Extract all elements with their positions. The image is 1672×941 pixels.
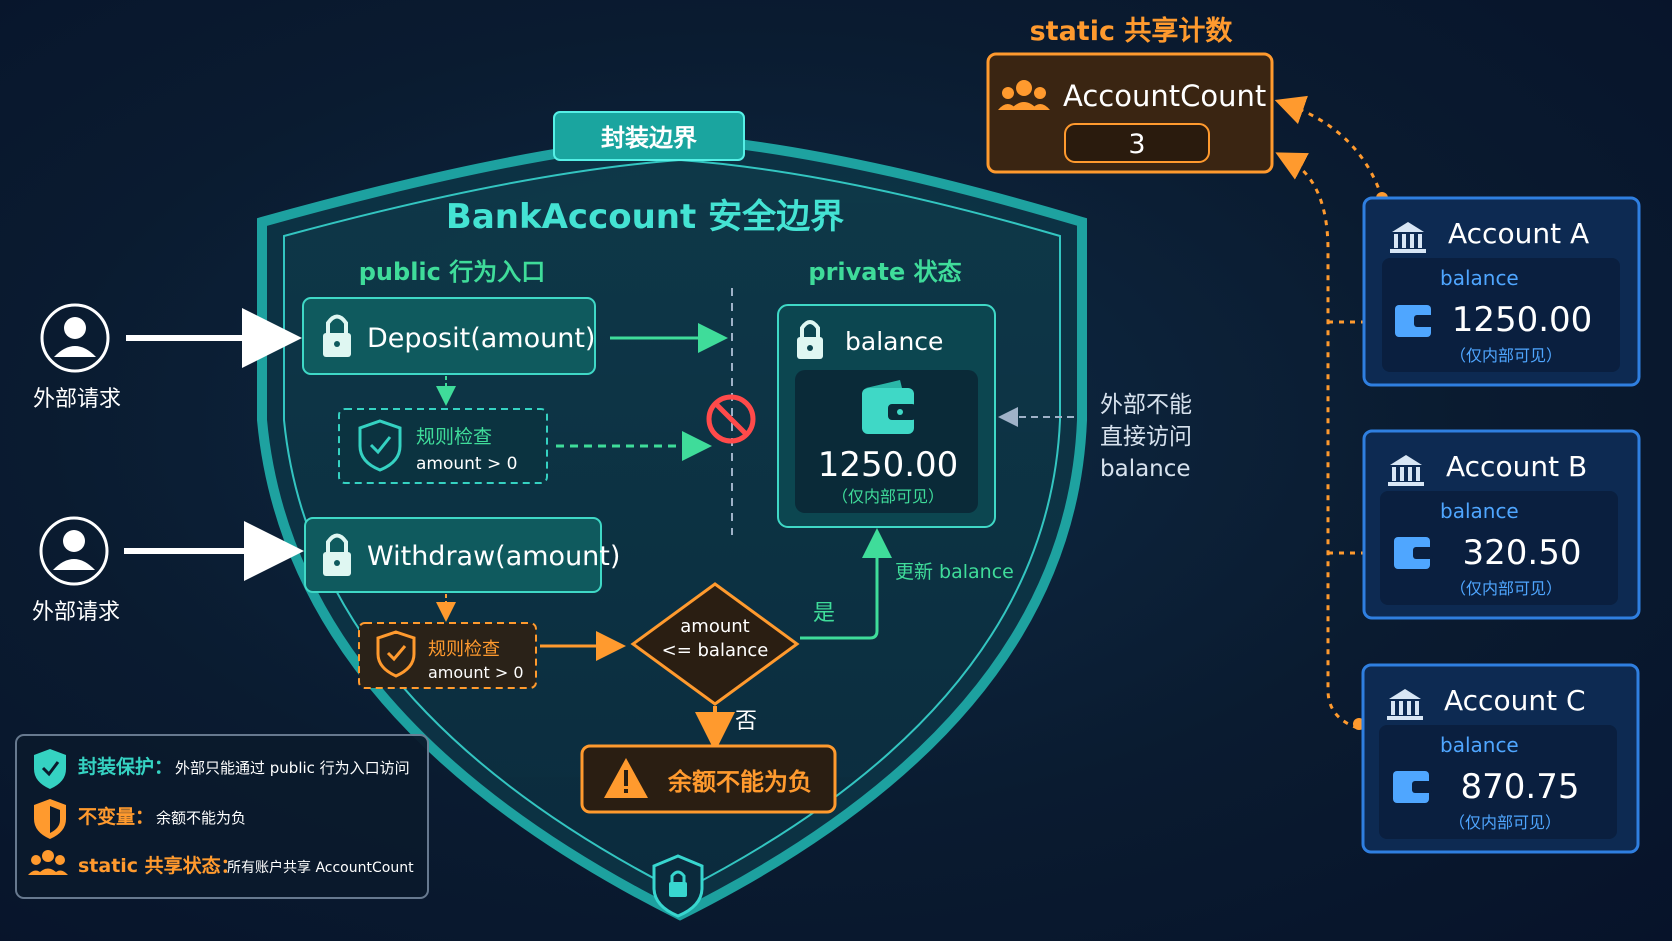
- account-card-b[interactable]: Account B balance 320.50 （仅内部可见）: [1362, 429, 1641, 620]
- balance-note: （仅内部可见）: [1449, 813, 1561, 832]
- legend-desc: 所有账户共享 AccountCount: [227, 859, 414, 876]
- legend-item-invariant: 不变量： 余额不能为负: [34, 799, 246, 839]
- warning-text: 余额不能为负: [667, 768, 812, 796]
- account-card-a[interactable]: Account A balance 1250.00 （仅内部可见）: [1362, 196, 1641, 387]
- private-heading: private 状态: [808, 258, 961, 286]
- account-count-value: 3: [1128, 129, 1145, 160]
- account-count-label: AccountCount: [1063, 79, 1266, 113]
- balance-value: 1250.00: [1452, 300, 1593, 340]
- svg-text:直接访问: 直接访问: [1100, 424, 1192, 450]
- external-request-2: 外部请求: [32, 516, 120, 625]
- rule-title: 规则检查: [428, 639, 500, 660]
- balance-value: 320.50: [1463, 533, 1582, 573]
- shield-lock-icon: [652, 854, 704, 918]
- prohibited-icon: [706, 394, 756, 444]
- static-header: static 共享计数: [1030, 15, 1234, 47]
- warning-icon: [604, 758, 648, 798]
- legend-title: static 共享状态：: [78, 854, 240, 877]
- balance-label: balance: [1440, 266, 1519, 290]
- svg-text:外部不能: 外部不能: [1100, 392, 1192, 418]
- update-balance-label: 更新 balance: [895, 561, 1014, 583]
- no-label: 否: [735, 709, 757, 734]
- legend-desc: 余额不能为负: [156, 809, 246, 827]
- rule-expr: amount > 0: [416, 454, 517, 474]
- legend-desc: 外部只能通过 public 行为入口访问: [175, 759, 410, 777]
- external-request-1: 外部请求: [33, 303, 121, 412]
- legend-item-encapsulation: 封装保护： 外部只能通过 public 行为入口访问: [34, 749, 410, 789]
- deposit-label: Deposit(amount): [367, 323, 595, 354]
- public-heading: public 行为入口: [359, 258, 545, 286]
- account-card-c[interactable]: Account C balance 870.75 （仅内部可见）: [1361, 663, 1640, 854]
- encapsulation-tab: 封装边界: [553, 111, 745, 161]
- account-name: Account B: [1446, 450, 1587, 483]
- withdraw-method[interactable]: Withdraw(amount): [304, 517, 620, 593]
- no-access-note: 外部不能 直接访问 balance: [1100, 392, 1192, 482]
- shield-title: BankAccount 安全边界: [446, 197, 844, 237]
- wallet-icon: [1394, 537, 1433, 569]
- balance-label: balance: [845, 327, 943, 356]
- shield-check-icon: [358, 419, 402, 472]
- wallet-icon: [862, 380, 916, 434]
- balance-note: （仅内部可见）: [832, 487, 944, 506]
- lock-icon: [323, 533, 351, 576]
- withdraw-label: Withdraw(amount): [367, 541, 620, 572]
- bank-icon: [1390, 222, 1426, 253]
- lock-icon: [797, 320, 823, 359]
- balance-value: 1250.00: [818, 445, 959, 485]
- svg-text:balance: balance: [1100, 456, 1191, 482]
- balance-note: （仅内部可见）: [1450, 346, 1562, 365]
- withdraw-rule-check: 规则检查 amount > 0: [358, 622, 537, 689]
- deposit-rule-check: 规则检查 amount > 0: [338, 408, 548, 484]
- users-icon: [28, 850, 68, 875]
- private-balance-box: balance 1250.00 （仅内部可见）: [777, 304, 996, 528]
- rule-expr: amount > 0: [428, 663, 524, 682]
- balance-label: balance: [1440, 499, 1519, 523]
- rule-title: 规则检查: [416, 426, 492, 448]
- account-count-box: AccountCount 3: [986, 52, 1274, 174]
- deposit-method[interactable]: Deposit(amount): [302, 297, 596, 375]
- balance-label: balance: [1440, 733, 1519, 757]
- balance-value: 870.75: [1461, 767, 1580, 807]
- balance-decision: amount <= balance: [630, 582, 800, 706]
- yes-label: 是: [813, 601, 835, 626]
- svg-text:<= balance: <= balance: [662, 640, 769, 661]
- lock-icon: [323, 314, 351, 357]
- wallet-icon: [1395, 305, 1434, 337]
- users-icon: [998, 80, 1050, 110]
- wallet-icon: [1393, 771, 1432, 803]
- legend-title: 不变量：: [78, 805, 154, 828]
- user-icon: [53, 530, 95, 570]
- external-label: 外部请求: [32, 600, 120, 625]
- account-name: Account A: [1448, 217, 1589, 250]
- external-label: 外部请求: [33, 387, 121, 412]
- account-name: Account C: [1444, 684, 1586, 717]
- tab-label: 封装边界: [601, 124, 697, 152]
- negative-balance-warning: 余额不能为负: [580, 744, 837, 814]
- svg-text:amount: amount: [680, 616, 749, 637]
- bank-icon: [1388, 455, 1424, 486]
- bank-icon: [1387, 689, 1423, 720]
- legend-item-static: static 共享状态： 所有账户共享 AccountCount: [28, 850, 414, 877]
- shield-check-icon: [376, 630, 416, 678]
- shield-check-icon: [34, 749, 66, 789]
- user-icon: [54, 317, 96, 357]
- legend-panel: 封装保护： 外部只能通过 public 行为入口访问 不变量： 余额不能为负 s…: [15, 734, 429, 899]
- legend-title: 封装保护：: [78, 755, 173, 778]
- balance-note: （仅内部可见）: [1450, 579, 1562, 598]
- shield-icon: [34, 799, 66, 839]
- yes-path-arrow: [800, 528, 892, 640]
